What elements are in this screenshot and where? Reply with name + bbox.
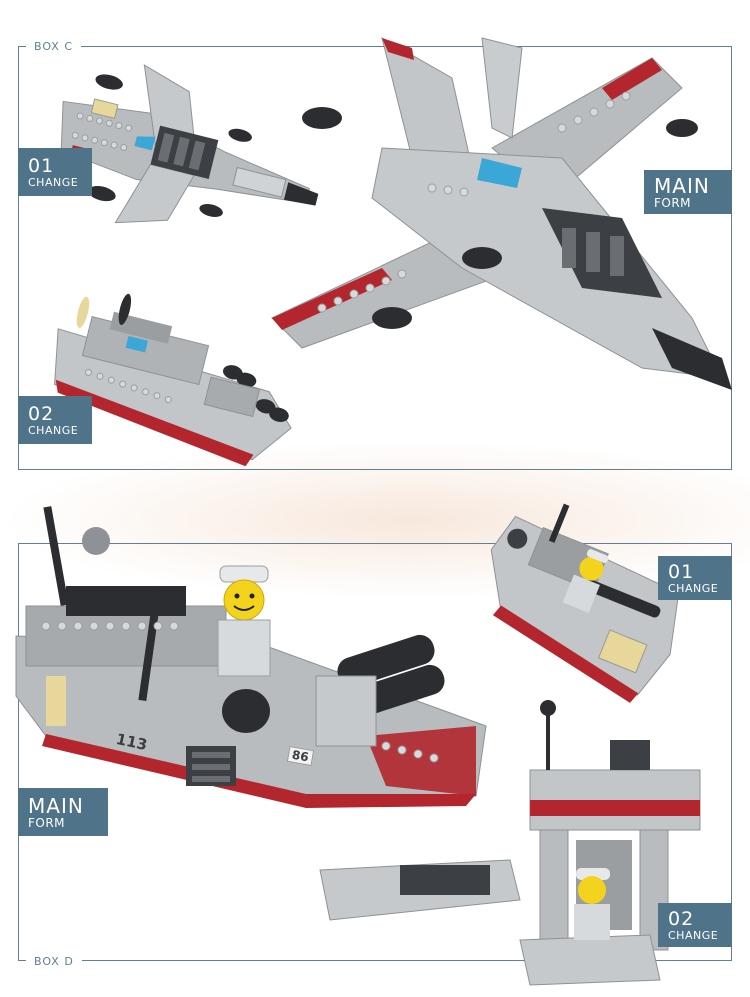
tag-number: 02 [668,907,695,930]
tag-word: CHANGE [28,175,79,189]
tag-main: MAIN [28,793,84,818]
tag-form: FORM [654,195,692,210]
tag-word: CHANGE [668,928,719,942]
tag-form: FORM [28,815,66,830]
box-c-label: BOX C [26,40,82,54]
speedboat-model [468,488,698,718]
speedboat-icon [490,503,680,703]
tag-number: 02 [28,402,55,425]
tag-number: 01 [668,560,695,583]
box-d-frame [18,543,732,961]
warship-main-icon [15,506,487,808]
jet-small-model [22,62,342,262]
minifigure-icon [217,565,271,677]
box-d-change-01-tag: 01 CHANGE [658,556,732,600]
tower-model [319,700,701,990]
tag-number: 01 [28,154,55,177]
warship-main-model [6,496,506,826]
box-c-change-02-tag: 02 CHANGE [18,396,92,444]
boat-small-icon [54,293,292,467]
box-c-change-01-tag: 01 CHANGE [18,148,92,196]
tag-word: CHANGE [668,581,719,595]
boat-small-model [36,293,306,488]
tag-word: CHANGE [28,423,79,437]
box-d-label: BOX D [26,955,82,969]
box-c-main-form-tag: MAIN FORM [644,170,732,214]
jet-main-model [262,18,750,408]
box-d-change-02-tag: 02 CHANGE [658,903,732,947]
jet-main-icon [271,36,732,390]
box-d-main-form-tag: MAIN FORM [18,788,108,836]
tower-icon [319,700,701,986]
box-c-frame [18,46,732,470]
jet-small-icon [60,64,319,224]
tag-main: MAIN [654,173,710,198]
